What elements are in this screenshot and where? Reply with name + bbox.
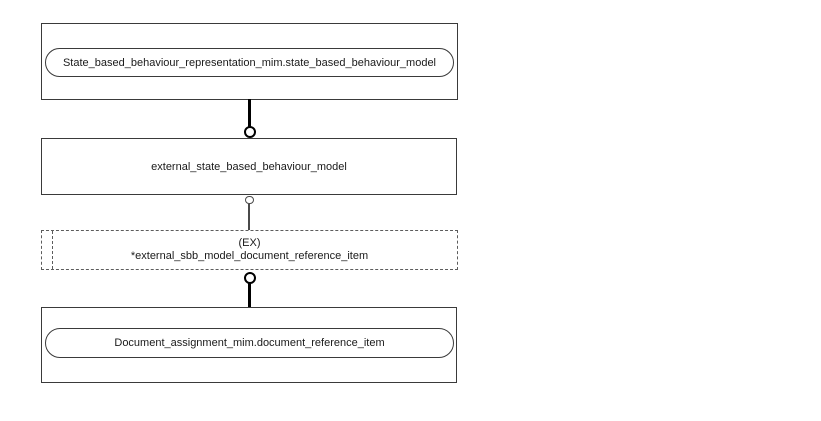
page-reference-oval-top: State_based_behaviour_representation_mim… [45,48,454,77]
entity-label: external_state_based_behaviour_model [151,160,347,173]
open-circle-marker-top [243,126,256,138]
attribute-line-middle [248,204,250,230]
attribute-line-bottom [247,283,251,307]
select-type-box: (EX) *external_sbb_model_document_refere… [41,230,458,270]
entity-box: external_state_based_behaviour_model [41,138,457,195]
attribute-line-top [247,99,251,127]
select-type-inner-edge [52,231,53,269]
open-circle-marker-bottom [243,271,256,284]
select-type-label: *external_sbb_model_document_reference_i… [130,250,369,262]
page-reference-oval-bottom: Document_assignment_mim.document_referen… [45,328,454,358]
page-reference-top-label: State_based_behaviour_representation_mim… [62,56,437,69]
page-reference-bottom-label: Document_assignment_mim.document_referen… [114,337,385,349]
small-open-circle-marker [245,195,254,204]
select-type-tag: (EX) [238,236,261,249]
